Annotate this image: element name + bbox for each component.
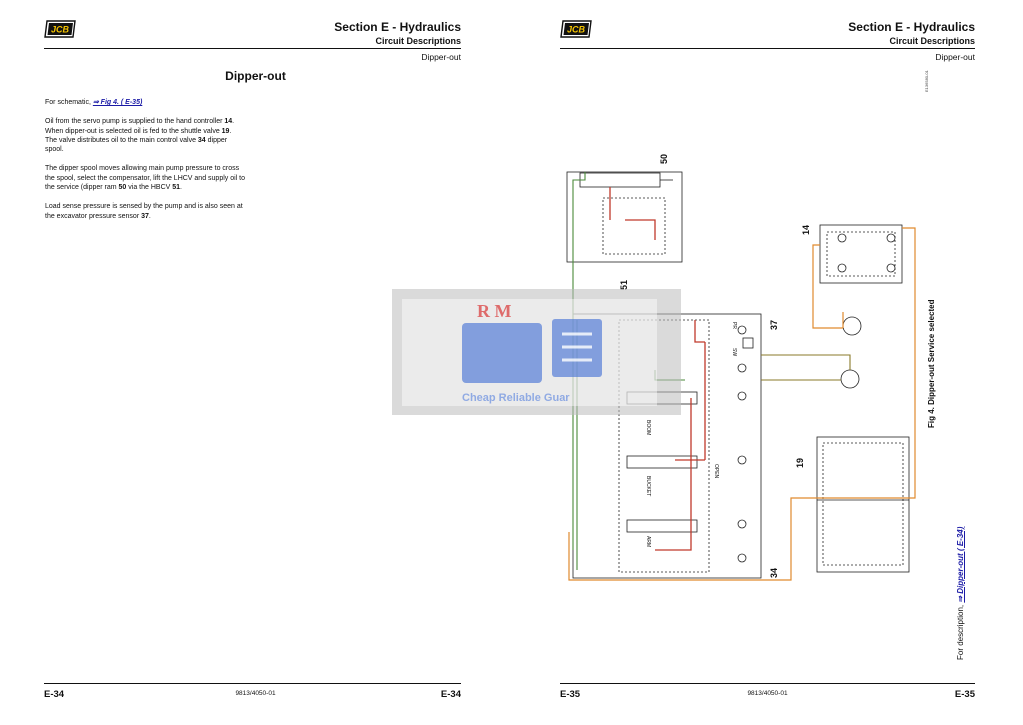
spool-label-arm: ARM [645,536,651,547]
text: Load sense pressure is sensed by the pum… [45,203,243,220]
ref-51: 51 [172,184,181,192]
header-divider [560,48,975,49]
page-heading: Dipper-out [225,69,286,83]
hand-controller-block [819,224,903,284]
dipper-ram-cylinder [579,172,661,188]
topic-label: Dipper-out [421,52,461,62]
description-ref: For description, ⇒ Dipper-out ( E-34) [956,527,965,660]
fig4-link[interactable]: ⇒ Fig 4. ( E-35) [92,99,143,106]
callout-50: 50 [659,154,669,164]
callout-37: 37 [769,320,779,330]
section-subtitle: Circuit Descriptions [889,36,975,46]
callout-19: 19 [795,458,805,468]
ref-34: 34 [197,136,206,144]
shuttle-valve-block [816,436,910,573]
footer-divider [560,683,975,684]
spool-label-sw: SW [731,348,737,356]
paragraph-load-sense: Load sense pressure is sensed by the pum… [45,202,245,221]
page-number-right: E-35 [954,689,975,700]
text: . [180,184,182,192]
callout-34: 34 [769,568,779,578]
page-number-left: E-35 [560,689,581,700]
pressure-sensor-37 [742,337,754,349]
watermark-tagline: Cheap Reliable Guar [462,392,570,404]
ref-14: 14 [224,118,233,126]
dipper-out-link[interactable]: ⇒ Dipper-out ( E-34) [956,526,965,603]
svg-text:JCB: JCB [51,25,70,35]
watermark-overlay: R M Cheap Reliable Guar [392,289,681,415]
paragraph-schematic-ref: For schematic, ⇒ Fig 4. ( E-35) [45,98,245,107]
spool-label-open: OPEN [713,464,719,479]
text: For description, [956,602,965,660]
document-number: 9813/4050-01 [747,690,788,697]
spool-label-pr: PR [731,322,737,329]
text: . The valve distributes oil to the main … [45,127,232,144]
spool-label-bucket: BUCKET [645,476,651,496]
paragraph-spool: The dipper spool moves allowing main pum… [45,164,245,192]
ref-37: 37 [141,212,149,220]
svg-text:JCB: JCB [567,25,586,35]
section-title: Section E - Hydraulics [848,20,975,34]
page-number-left: E-34 [44,689,65,700]
body-text: For schematic, ⇒ Fig 4. ( E-35) Oil from… [45,98,245,231]
text: via the HBCV [126,184,173,192]
text: . [148,212,151,220]
section-title: Section E - Hydraulics [334,20,461,34]
dipper-ram-block [566,171,683,263]
paragraph-servo: Oil from the servo pump is supplied to t… [45,117,245,154]
page-number-right: E-34 [440,689,461,700]
pump-symbol [842,316,862,336]
callout-51: 51 [619,280,629,290]
pump-symbol [840,369,860,389]
jcb-logo: JCB [44,20,76,38]
header-divider [44,48,461,49]
section-subtitle: Circuit Descriptions [375,36,461,46]
jcb-logo: JCB [560,20,592,38]
spool-label-boom: BOOM [645,420,651,435]
document-number: 9813/4050-01 [235,690,276,697]
ref-50: 50 [118,184,127,192]
footer-divider [44,683,461,684]
callout-14: 14 [801,225,811,235]
ref-19: 19 [221,127,230,135]
text: . When dipper-out is selected oil is fed… [45,118,235,135]
text: Oil from the servo pump is supplied to t… [45,118,225,126]
text: For schematic, [45,99,93,106]
topic-label: Dipper-out [935,52,975,62]
watermark-brand: R M [477,301,512,321]
text: The dipper spool moves allowing main pum… [45,165,246,192]
text: dipper spool. [45,136,228,154]
